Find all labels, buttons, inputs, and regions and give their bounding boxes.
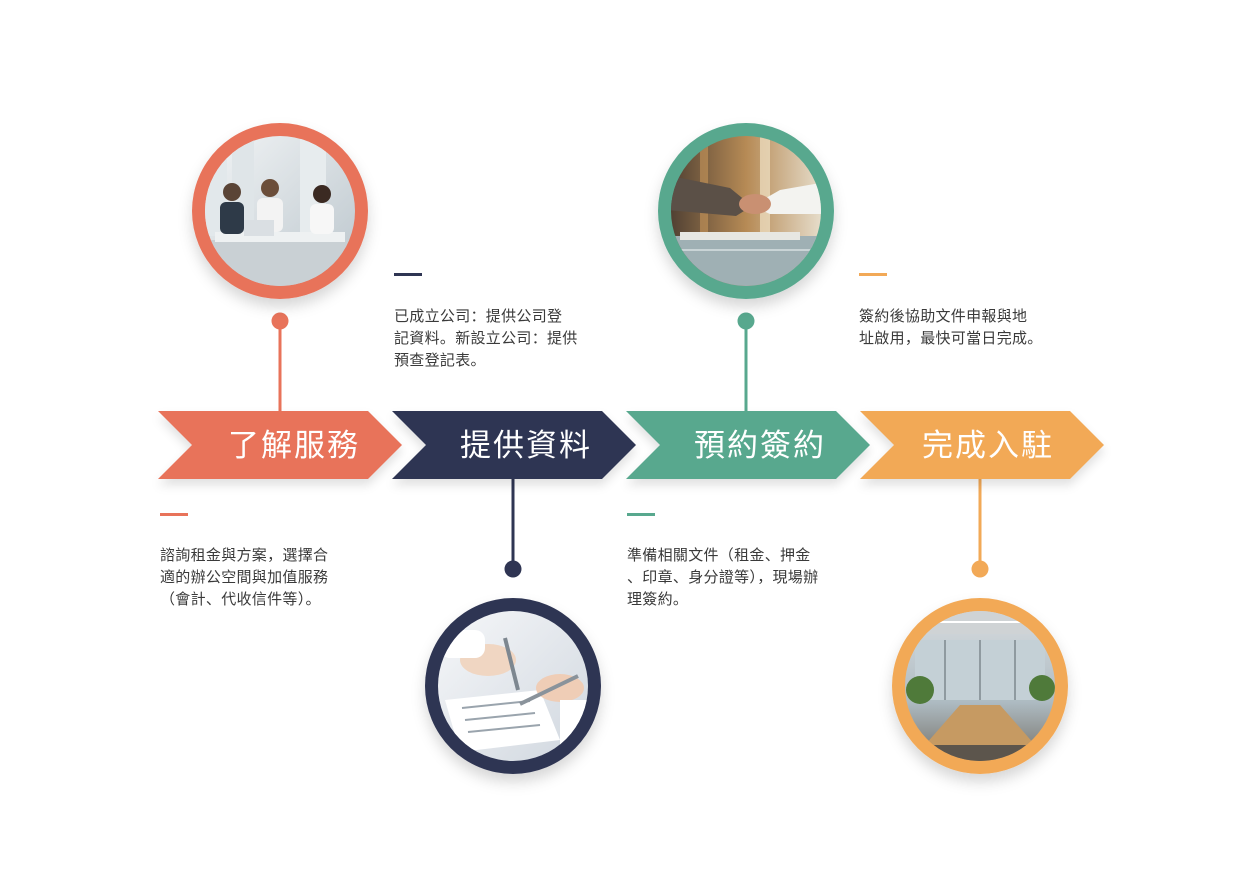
step-2-description: 已成立公司：提供公司登 記資料。新設立公司：提供 預查登記表。 [394,307,578,369]
step-4-title: 完成入駐 [922,428,1054,464]
step-4-description: 簽約後協助文件申報與地 址啟用，最快可當日完成。 [859,307,1043,347]
connector-4 [971,476,989,578]
connector-3 [737,312,755,414]
step-4-arrow [860,411,1104,479]
signing-document-photo [425,598,601,774]
connector-1 [271,312,289,414]
step-1-dash [160,513,188,516]
connector-2 [504,476,522,578]
step-1-title: 了解服務 [228,428,360,464]
step-1-description: 諮詢租金與方案，選擇合 適的辦公空間與加值服務 （會計、代收信件等）。 [160,546,329,608]
step-3-title: 預約簽約 [694,428,826,464]
handshake-photo [658,123,834,299]
step-4-dash [859,273,887,276]
business-meeting-photo [192,123,368,299]
step-3-arrow [626,411,870,479]
step-2-title: 提供資料 [460,428,592,464]
step-3-dash [627,513,655,516]
step-3-description: 準備相關文件（租金、押金 、印章、身分證等），現場辦 理簽約。 [627,546,819,608]
step-2-arrow [392,411,636,479]
conference-room-photo [892,598,1068,774]
step-1-arrow [158,411,402,479]
step-2-dash [394,273,422,276]
